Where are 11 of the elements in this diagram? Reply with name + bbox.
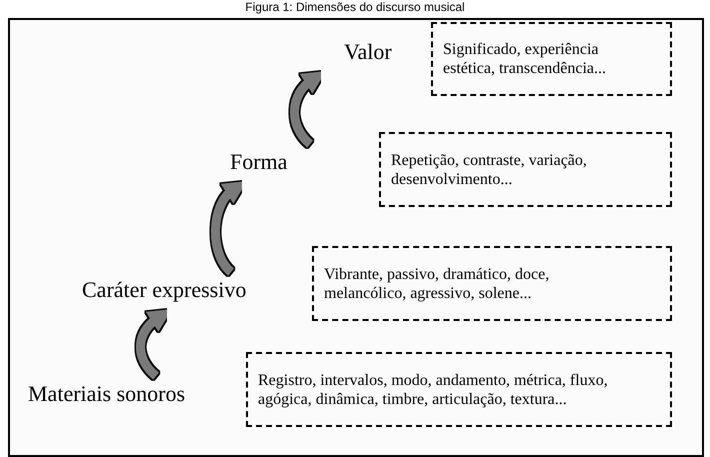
dashed-text-box: Registro, intervalos, modo, andamento, métrica, fluxo, agógica, dinâmica, timbre, articulação, textura...	[246, 352, 672, 427]
dashed-text-box: Significado, experiência estética, transcendência...	[431, 22, 672, 96]
curved-arrow	[211, 180, 246, 276]
dimension-label: Materiais sonoros	[28, 380, 240, 408]
dashed-text-box: Vibrante, passivo, dramático, doce, melancólico, agressivo, solene...	[312, 246, 672, 321]
dimension-label: Forma	[230, 148, 312, 176]
frame-border	[8, 18, 704, 457]
dimension-label: Caráter expressivo	[82, 276, 294, 304]
dimension-label: Valor	[344, 38, 414, 66]
figure-title: Figura 1: Dimensões do discurso musical	[244, 0, 466, 15]
dashed-text-box: Repetição, contraste, variação, desenvolvimento...	[379, 132, 672, 207]
